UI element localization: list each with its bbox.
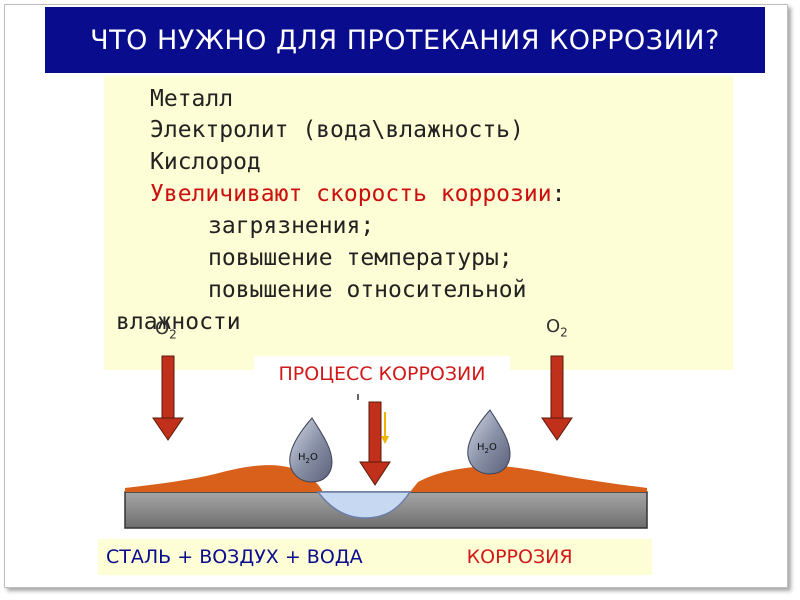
water-drop-left: [289, 417, 333, 483]
condition-electrolyte: Электролит (вода\влажность): [150, 117, 524, 143]
oxygen-arrow-left: [152, 355, 184, 441]
slide-frame: ЧТО НУЖНО ДЛЯ ПРОТЕКАНИЯ КОРРОЗИИ?: [4, 4, 788, 588]
rust-layer-left: [125, 465, 322, 492]
conditions-panel: [104, 76, 733, 370]
oxygen-arrow-center: [359, 401, 391, 486]
equation-product: КОРРОЗИЯ: [466, 546, 573, 568]
water-drop-right-label: H2O: [477, 442, 497, 455]
water-pit: [316, 491, 412, 519]
oxygen-label-left: O2: [155, 318, 177, 342]
equation-reactants: СТАЛЬ + ВОЗДУХ + ВОДА: [106, 546, 363, 568]
oxygen-label-right: O2: [546, 316, 568, 340]
accelerators-heading: Увеличивают скорость коррозии:: [150, 181, 566, 207]
rust-layer-right: [410, 466, 647, 492]
accelerator-temperature: повышение температуры;: [208, 245, 513, 271]
accelerator-pollution: загрязнения;: [208, 213, 375, 239]
slide-title: ЧТО НУЖНО ДЛЯ ПРОТЕКАНИЯ КОРРОЗИИ?: [90, 24, 720, 56]
small-yellow-arrow: [381, 412, 389, 444]
water-drop-right: [467, 409, 511, 475]
condition-oxygen: Кислород: [150, 149, 261, 175]
title-bar: ЧТО НУЖНО ДЛЯ ПРОТЕКАНИЯ КОРРОЗИИ?: [45, 7, 765, 73]
process-label: ПРОЦЕСС КОРРОЗИИ: [278, 363, 486, 385]
accelerator-humidity-wrap: влажности: [116, 309, 241, 335]
water-drop-left-label: H2O: [298, 452, 318, 465]
process-label-box: ПРОЦЕСС КОРРОЗИИ: [254, 356, 510, 392]
corrosion-equation: СТАЛЬ + ВОЗДУХ + ВОДА КОРРОЗИЯ: [98, 539, 652, 575]
accelerator-humidity: повышение относительной: [208, 277, 527, 303]
condition-metal: Металл: [150, 86, 234, 112]
oxygen-arrow-right: [541, 355, 573, 441]
